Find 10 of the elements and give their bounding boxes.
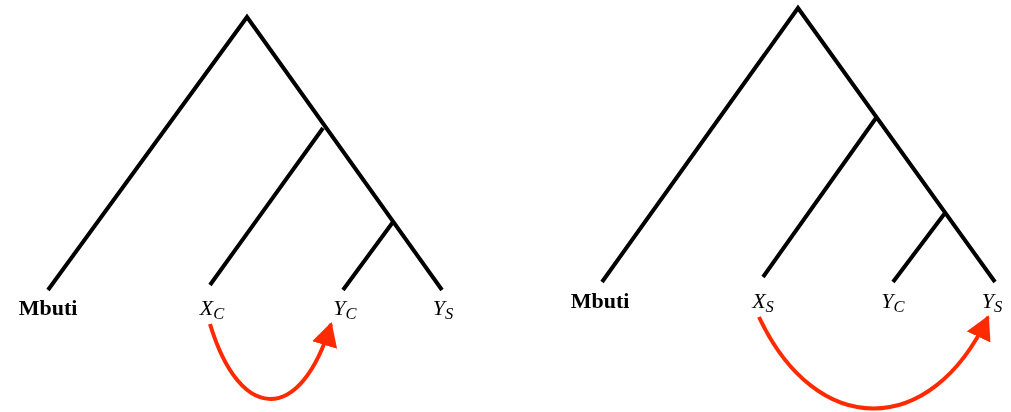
taxon-label: X$_{S}$ xyxy=(752,287,774,315)
taxon-label: Mbuti xyxy=(570,287,630,315)
taxon-label: Y$_{S}$ xyxy=(432,294,454,322)
taxon-label: Y$_{S}$ xyxy=(981,287,1003,315)
taxon-label: Mbuti xyxy=(18,294,78,322)
taxon-label: X$_{C}$ xyxy=(199,294,225,322)
taxon-label: Y$_{C}$ xyxy=(333,294,357,322)
curved-arrow xyxy=(208,322,336,401)
curved-arrow xyxy=(757,315,990,411)
taxon-label: Y$_{C}$ xyxy=(881,287,905,315)
